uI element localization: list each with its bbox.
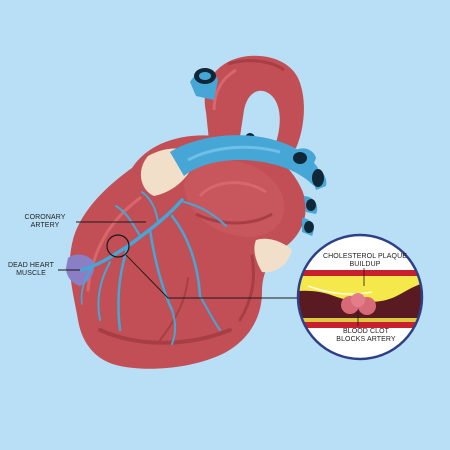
dead-muscle-region bbox=[66, 254, 95, 286]
blood-clot-label-line2: BLOCKS ARTERY bbox=[336, 336, 396, 343]
blood-clot-label-line1: BLOOD CLOT bbox=[342, 328, 390, 335]
cholesterol-plaque-label: CHOLESTEROL PLAQUE BUILDUP bbox=[318, 253, 412, 269]
fat-tissue-right bbox=[254, 238, 292, 273]
pulmonary-artery bbox=[170, 135, 318, 186]
dead-heart-muscle-label-line1: DEAD HEART bbox=[8, 262, 54, 269]
pulmonary-veins bbox=[293, 148, 327, 236]
plaque-deposit bbox=[298, 276, 422, 303]
coronary-artery-label-line2: ARTERY bbox=[30, 222, 60, 229]
left-vessel bbox=[190, 68, 218, 100]
leader-lines bbox=[58, 221, 298, 299]
dead-heart-muscle-label-line2: MUSCLE bbox=[16, 270, 46, 277]
blood-clot bbox=[341, 293, 376, 315]
coronary-artery-label: CORONARY ARTERY bbox=[14, 214, 76, 230]
dead-heart-muscle-label: DEAD HEART MUSCLE bbox=[4, 262, 58, 278]
cholesterol-plaque-label-line1: CHOLESTEROL PLAQUE bbox=[322, 253, 407, 260]
aorta bbox=[204, 55, 304, 150]
blockage-callout-circle bbox=[106, 234, 130, 258]
inset-border bbox=[296, 233, 424, 361]
blood-clot-label: BLOOD CLOT BLOCKS ARTERY bbox=[326, 328, 406, 344]
coronary-artery-label-line1: CORONARY bbox=[24, 214, 66, 221]
vein-opening-1 bbox=[293, 152, 307, 164]
callout-leader bbox=[125, 254, 298, 299]
vein-opening-2 bbox=[312, 169, 324, 187]
vein-opening-4 bbox=[304, 221, 314, 233]
cholesterol-plaque-label-line2: BUILDUP bbox=[349, 261, 381, 268]
vein-opening-3 bbox=[306, 199, 316, 211]
artery-inset bbox=[296, 233, 424, 361]
